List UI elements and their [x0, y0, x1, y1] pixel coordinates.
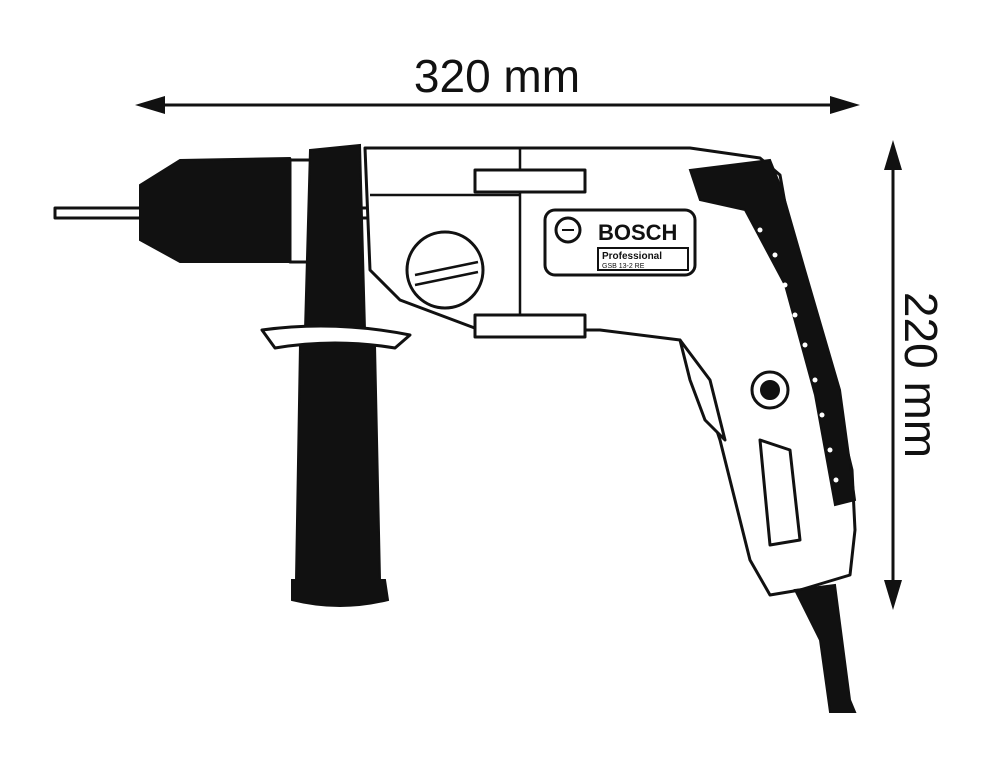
width-dimension: 320 mm	[135, 50, 860, 114]
height-label: 220 mm	[895, 292, 947, 458]
chuck	[139, 156, 301, 263]
trigger	[678, 338, 727, 442]
soft-grip	[688, 158, 857, 507]
model-name: GSB 13-2 RE	[602, 263, 645, 270]
brand-logo: BOSCH	[598, 220, 677, 245]
width-label: 320 mm	[414, 50, 580, 102]
product-line: Professional	[602, 251, 662, 262]
power-cable	[793, 583, 857, 713]
drill-illustration: BOSCH Professional GSB 13-2 RE	[53, 143, 857, 713]
auxiliary-handle	[294, 344, 382, 581]
handle-collar	[303, 143, 367, 331]
height-dimension: 220 mm	[884, 140, 947, 610]
